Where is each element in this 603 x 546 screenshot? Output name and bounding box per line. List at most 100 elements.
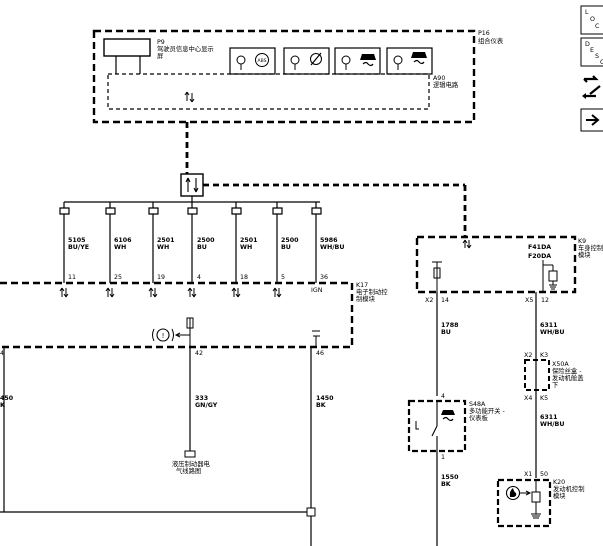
bus-wire-2-color: WH: [114, 244, 126, 251]
k17-pin-42: 42: [195, 350, 203, 357]
sensor-ref-line1: 液压制动器电: [172, 459, 210, 468]
legend-item2-l1: D: [585, 41, 590, 48]
p9-display: P9 驾驶员信息中心显示 屏: [103, 38, 214, 74]
bus-wire-7-circuit: 5986: [320, 237, 338, 244]
data-flow-icon: [582, 75, 601, 99]
lamp-icon: [236, 55, 246, 70]
wire-1788-color: BU: [441, 329, 451, 336]
k17-ref: K17: [356, 282, 368, 289]
bus-wire-3-circuit: 2501: [157, 237, 175, 244]
k20-module: X1 50 K20 发动机控制 模块: [496, 471, 584, 528]
s48a-pin-1: 1: [441, 454, 445, 461]
wire-left-circuit: 450: [0, 395, 14, 402]
k9-name-line1: 车身控制: [578, 243, 603, 252]
k17-name-line2: 制模块: [356, 294, 376, 303]
k17-pin-46: 46: [316, 350, 324, 357]
x50a-name-line2: 发动机舱盖: [552, 373, 584, 382]
brake-warning-icon: !: [152, 328, 174, 342]
k17-pin-4-left: 4: [0, 350, 4, 357]
wire-333-color: GN/GY: [195, 402, 218, 409]
wire-6311b-color: WH/BU: [540, 421, 564, 428]
k20-ref: K20: [553, 479, 565, 486]
bus-wire-6-color: BU: [281, 244, 291, 251]
wire-1550-color: BK: [441, 481, 452, 488]
wire-left-color: K: [0, 402, 6, 409]
brake-off-icon: [310, 52, 322, 66]
traction-control-icon: [441, 410, 455, 422]
splice-node: [306, 507, 316, 517]
abs-icon-label: ABS: [258, 58, 267, 64]
x50a-fuse-block: X2 K3 X50A 保险丝盒 - 发动机舱盖 下 X4 K5 6311 WH/…: [524, 352, 584, 478]
k9-left-wire: 1788 BU: [436, 292, 459, 396]
bidirectional-arrow-icon: [184, 91, 195, 103]
legend-item2-l3: S: [595, 53, 599, 60]
k17-module: K17 电子制动控 制模块 IGN ! 42 46 4: [0, 281, 388, 357]
pin-label: 25: [114, 274, 122, 281]
pin-label: 19: [157, 274, 165, 281]
wire-1450-circuit: 1450: [316, 395, 334, 402]
ground-icon: [312, 330, 320, 347]
bus-wire-1-color: BU/YE: [68, 244, 89, 251]
wire-6311b-circuit: 6311: [540, 414, 558, 421]
legend-item1-l2: O: [590, 16, 595, 23]
svg-text:!: !: [162, 332, 165, 340]
lamp-icon: [290, 55, 300, 70]
lamp-icon: [341, 55, 351, 70]
bus-wire-4-color: BU: [197, 244, 207, 251]
bus-wire-6-circuit: 2500: [281, 237, 299, 244]
bus-wire-5-color: WH: [240, 244, 252, 251]
a90-name: 逻辑电路: [433, 80, 459, 89]
x50a-ref: X50A: [552, 361, 569, 368]
k9-conn-x2: X2: [425, 297, 433, 304]
ign-label: IGN: [311, 287, 323, 294]
bus-wire-4-circuit: 2500: [197, 237, 215, 244]
s48a-name-line1: 多功能开关 -: [469, 406, 505, 415]
bus-wire-5-circuit: 2501: [240, 237, 258, 244]
legend-item1-l3: C: [595, 23, 600, 30]
bidirectional-arrow-icon: [59, 287, 282, 298]
k17-name-line1: 电子制动控: [356, 287, 388, 296]
traction-control-icon: [360, 54, 376, 67]
legend-item2-l2: E: [590, 47, 594, 54]
s48a-switch: 4 S48A 多功能开关 - 仪表板 1 1550 BK: [407, 393, 505, 546]
wire-1550-circuit: 1550: [441, 474, 459, 481]
k17-lower-wires: 333 GN/GY 液压制动器电 气线路图 1450 BK 450 K: [0, 347, 334, 546]
x50a-name-line3: 下: [552, 381, 558, 389]
arrow-right-icon: [586, 114, 600, 126]
k9-pin-14: 14: [441, 297, 449, 304]
p16-name: 组合仪表: [478, 36, 504, 45]
k9-right-wire: 6311 WH/BU: [535, 292, 564, 360]
pin-label: 5: [281, 274, 285, 281]
abs-warning-icon: ABS: [255, 53, 269, 67]
a90-logic: A90 逻辑电路: [107, 73, 459, 110]
pin-label: 36: [320, 274, 328, 281]
p16-module: P16 组合仪表: [92, 29, 504, 124]
s48a-name-line2: 仪表板: [469, 413, 489, 422]
bus-wire-1-circuit: 5105: [68, 237, 86, 244]
k20-pin-50: 50: [540, 471, 548, 478]
pin-label: 18: [240, 274, 248, 281]
k20-name-line1: 发动机控制: [553, 484, 584, 493]
lamp-icon: [393, 55, 403, 70]
k20-conn-x1: X1: [524, 471, 532, 478]
wire-6311-circuit: 6311: [540, 322, 558, 329]
k20-name-line2: 模块: [553, 491, 566, 500]
k9-name-line2: 模块: [578, 250, 591, 259]
bidirectional-arrow-icon: [185, 177, 199, 193]
legend-item1-l1: L: [585, 9, 589, 16]
bus-wire-7-color: WH/BU: [320, 244, 344, 251]
engine-icon: [505, 485, 521, 501]
x50a-conn-x2: X2: [524, 352, 532, 359]
legend-item2-l4: C: [600, 59, 603, 66]
legend-panel: L O C D E S C: [580, 5, 603, 132]
pin-label: 4: [197, 274, 201, 281]
x50a-pin-k5: K5: [540, 395, 548, 402]
x50a-name-line1: 保险丝盒 -: [552, 366, 581, 375]
bus-trunk: [64, 122, 467, 237]
k9-f20da: F20DA: [528, 253, 551, 260]
k9-f41da: F41DA: [528, 244, 551, 251]
wire-333-circuit: 333: [195, 395, 208, 402]
x50a-pin-k3: K3: [540, 352, 548, 359]
k9-conn-x5: X5: [525, 297, 533, 304]
